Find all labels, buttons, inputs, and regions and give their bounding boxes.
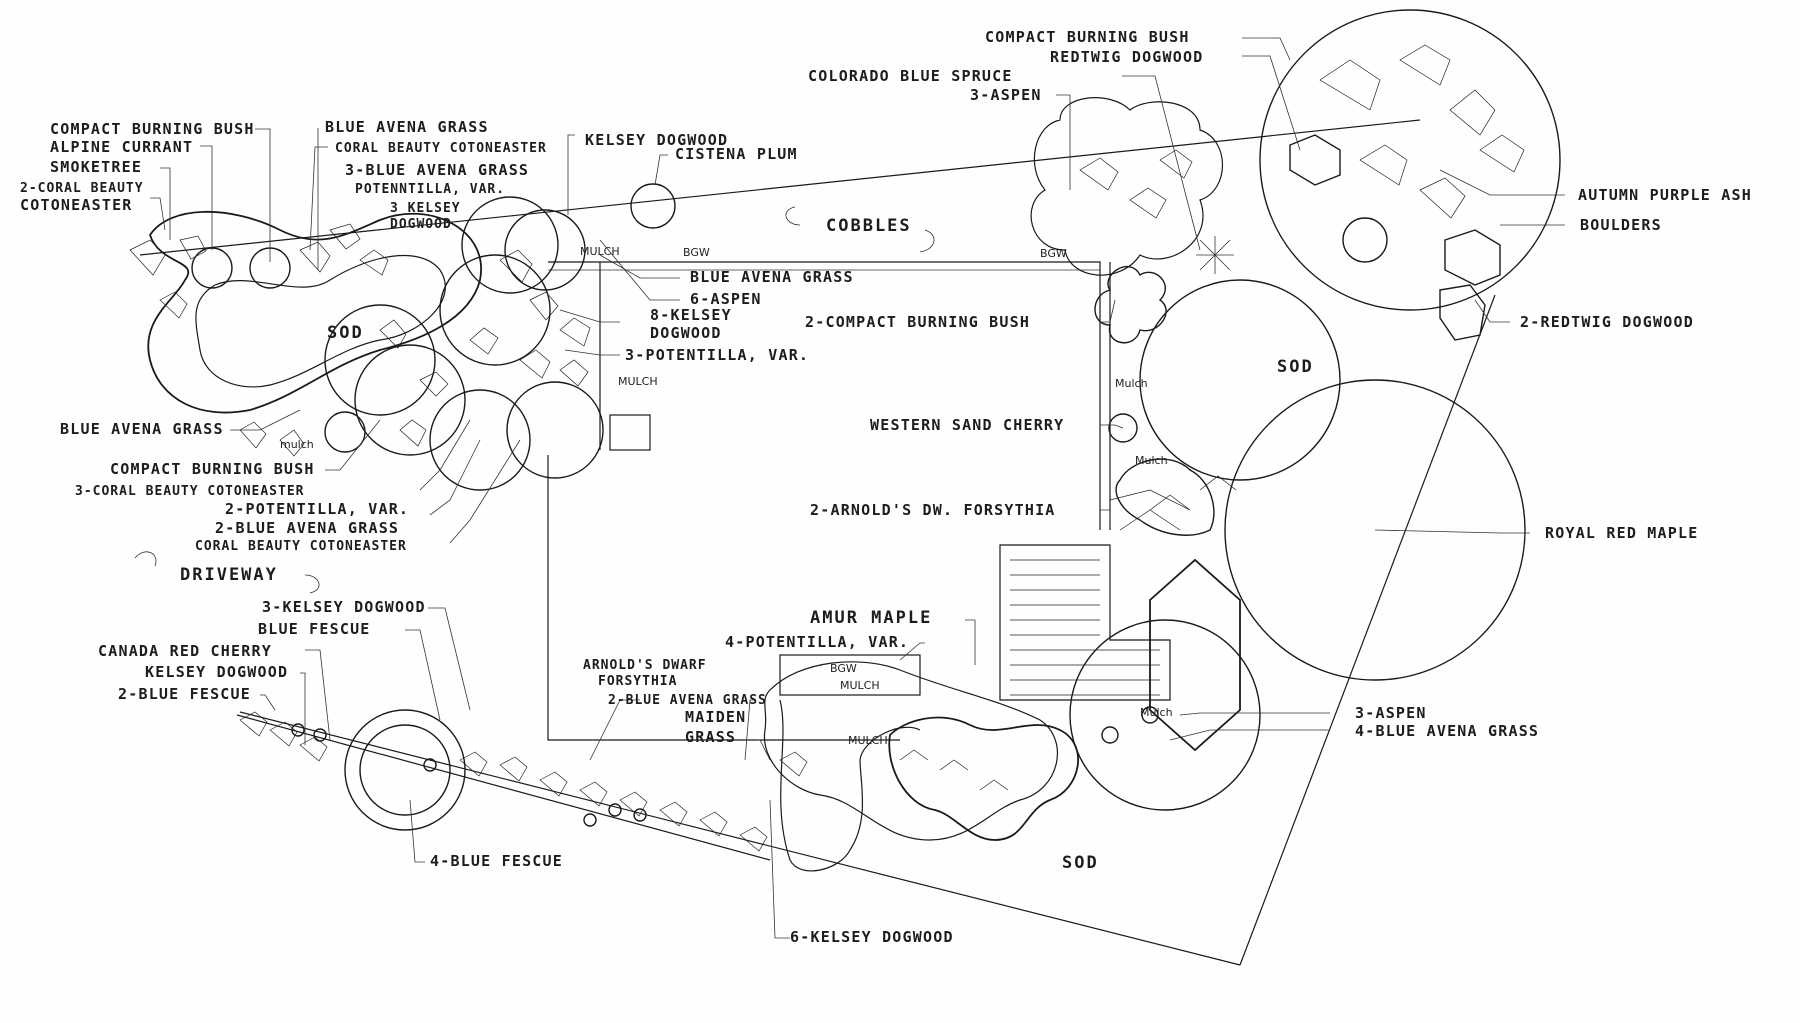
tag-bgw-3: BGW — [830, 662, 857, 675]
tag-mulch-4: MULCH — [840, 679, 880, 692]
labels-bottom-group: 3-KELSEY DOGWOOD BLUE FESCUE CANADA RED … — [98, 598, 954, 946]
label-coral-beauty-cotoneaster-2: CORAL BEAUTY COTONEASTER — [195, 539, 407, 554]
label-2-compact-burning-bush: 2-COMPACT BURNING BUSH — [805, 313, 1030, 331]
label-compact-burning-bush-1: COMPACT BURNING BUSH — [50, 120, 255, 138]
tag-mulch-right-1: Mulch — [1115, 377, 1148, 390]
label-3-coral-beauty-cotoneaster: 3-CORAL BEAUTY COTONEASTER — [75, 484, 305, 499]
tag-mulch-3: MULCH — [848, 734, 888, 747]
label-blue-avena-grass-2: BLUE AVENA GRASS — [690, 268, 854, 286]
area-sod-1: SOD — [327, 323, 364, 343]
label-canada-red-cherry: CANADA RED CHERRY — [98, 642, 272, 660]
label-3-blue-avena-grass: 3-BLUE AVENA GRASS — [345, 161, 529, 179]
label-arnolds-dwarf: ARNOLD'S DWARF — [583, 658, 707, 673]
tag-mulch-right-3: Mulch — [1140, 706, 1173, 719]
label-autumn-purple-ash: AUTUMN PURPLE ASH — [1578, 186, 1752, 204]
label-cistena-plum: CISTENA PLUM — [675, 145, 798, 163]
label-coral-beauty-cotoneaster-1: CORAL BEAUTY COTONEASTER — [335, 141, 547, 156]
label-kelsey-dogwood-2: KELSEY DOGWOOD — [145, 663, 288, 681]
label-3-aspen-2: 3-ASPEN — [1355, 704, 1427, 722]
label-kelsey-dogwood-1: KELSEY DOGWOOD — [585, 131, 728, 149]
label-alpine-currant: ALPINE CURRANT — [50, 138, 193, 156]
label-3-aspen-1: 3-ASPEN — [970, 86, 1042, 104]
label-2-blue-avena-grass-bottom: 2-BLUE AVENA GRASS — [608, 693, 767, 708]
bottom-bed: MULCH MULCH BGW Mulch — [239, 654, 1173, 872]
label-2-arnolds-dw-forsythia: 2-ARNOLD'S DW. FORSYTHIA — [810, 501, 1056, 519]
area-labels: COBBLES SOD SOD SOD DRIVEWAY — [134, 206, 1314, 873]
label-western-sand-cherry: WESTERN SAND CHERRY — [870, 416, 1064, 434]
area-cobbles: COBBLES — [826, 216, 912, 236]
label-boulders: BOULDERS — [1580, 216, 1662, 234]
label-3-potentilla: 3-POTENTILLA, VAR. — [625, 346, 809, 364]
label-blue-fescue: BLUE FESCUE — [258, 620, 371, 638]
area-driveway: DRIVEWAY — [180, 565, 278, 585]
right-top-trees: BGW Mulch Mulch — [1030, 9, 1561, 681]
label-2-blue-avena-grass: 2-BLUE AVENA GRASS — [215, 519, 399, 537]
label-blue-avena-grass-3: BLUE AVENA GRASS — [60, 420, 224, 438]
label-amur-maple: AMUR MAPLE — [810, 608, 932, 628]
labels-left-group: COMPACT BURNING BUSH ALPINE CURRANT SMOK… — [20, 118, 854, 554]
label-3-kelsey: 3 KELSEY — [390, 201, 461, 216]
label-redtwig-dogwood-1: REDTWIG DOGWOOD — [1050, 48, 1203, 66]
label-grass: GRASS — [685, 728, 736, 746]
leader-lines — [150, 37, 1565, 939]
tag-bgw-1: BGW — [683, 246, 710, 259]
label-royal-red-maple: ROYAL RED MAPLE — [1545, 524, 1698, 542]
label-2-potentilla: 2-POTENTILLA, VAR. — [225, 500, 409, 518]
label-3-kelsey-dogwood: 3-KELSEY DOGWOOD — [262, 598, 426, 616]
label-4-blue-fescue: 4-BLUE FESCUE — [430, 852, 563, 870]
label-smoketree: SMOKETREE — [50, 158, 142, 176]
label-potenntilla: POTENNTILLA, VAR. — [355, 182, 505, 197]
label-cotoneaster: COTONEASTER — [20, 196, 133, 214]
area-sod-2: SOD — [1277, 357, 1314, 377]
label-8-kelsey: 8-KELSEY — [650, 306, 732, 324]
left-bed: MULCH MULCH BGW mulch — [129, 183, 710, 491]
house-outline — [139, 119, 1496, 966]
label-compact-burning-bush-2: COMPACT BURNING BUSH — [110, 460, 315, 478]
label-forsythia: FORSYTHIA — [598, 674, 677, 689]
tag-mulch-1: MULCH — [580, 245, 620, 258]
label-blue-avena-grass-1: BLUE AVENA GRASS — [325, 118, 489, 136]
label-6-aspen: 6-ASPEN — [690, 290, 762, 308]
label-dogwood-2: DOGWOOD — [650, 324, 722, 342]
labels-right-group: COMPACT BURNING BUSH REDTWIG DOGWOOD COL… — [805, 28, 1752, 740]
label-4-blue-avena-grass: 4-BLUE AVENA GRASS — [1355, 722, 1539, 740]
label-2-blue-fescue: 2-BLUE FESCUE — [118, 685, 251, 703]
label-6-kelsey-dogwood: 6-KELSEY DOGWOOD — [790, 928, 954, 946]
label-2-redtwig-dogwood: 2-REDTWIG DOGWOOD — [1520, 313, 1694, 331]
tag-mulch-lower: mulch — [280, 438, 314, 451]
label-maiden: MAIDEN — [685, 708, 746, 726]
label-colorado-blue-spruce: COLORADO BLUE SPRUCE — [808, 67, 1013, 85]
label-4-potentilla: 4-POTENTILLA, VAR. — [725, 633, 909, 651]
area-sod-3: SOD — [1062, 853, 1099, 873]
label-dogwood-1: DOGWOOD — [390, 217, 452, 232]
label-2-coral-beauty: 2-CORAL BEAUTY — [20, 181, 144, 196]
tag-bgw-2: BGW — [1040, 247, 1067, 260]
deck — [999, 458, 1261, 811]
tag-mulch-2: MULCH — [618, 375, 658, 388]
label-compact-burning-bush-3: COMPACT BURNING BUSH — [985, 28, 1190, 46]
